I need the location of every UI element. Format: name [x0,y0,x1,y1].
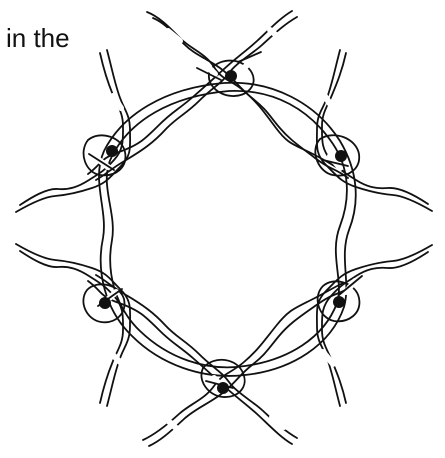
braid-strand [20,251,123,403]
node-dot [217,382,229,394]
node-dot [99,297,111,309]
crossing-gap [323,352,333,364]
ring-strand [107,91,347,367]
crossing-gap [109,351,120,362]
crossing-gap [168,31,180,41]
node-dot [335,150,347,162]
node-dot [106,145,118,157]
braid-strand [149,289,348,446]
crossing-gap [270,30,282,40]
braid-strand [322,53,428,204]
crossing-gap [165,418,176,428]
node-dot [333,296,345,308]
node-dot [225,70,237,82]
braid-strand [96,275,297,438]
partial-caption-text: in the [6,25,70,51]
crossing-gap [272,417,284,427]
